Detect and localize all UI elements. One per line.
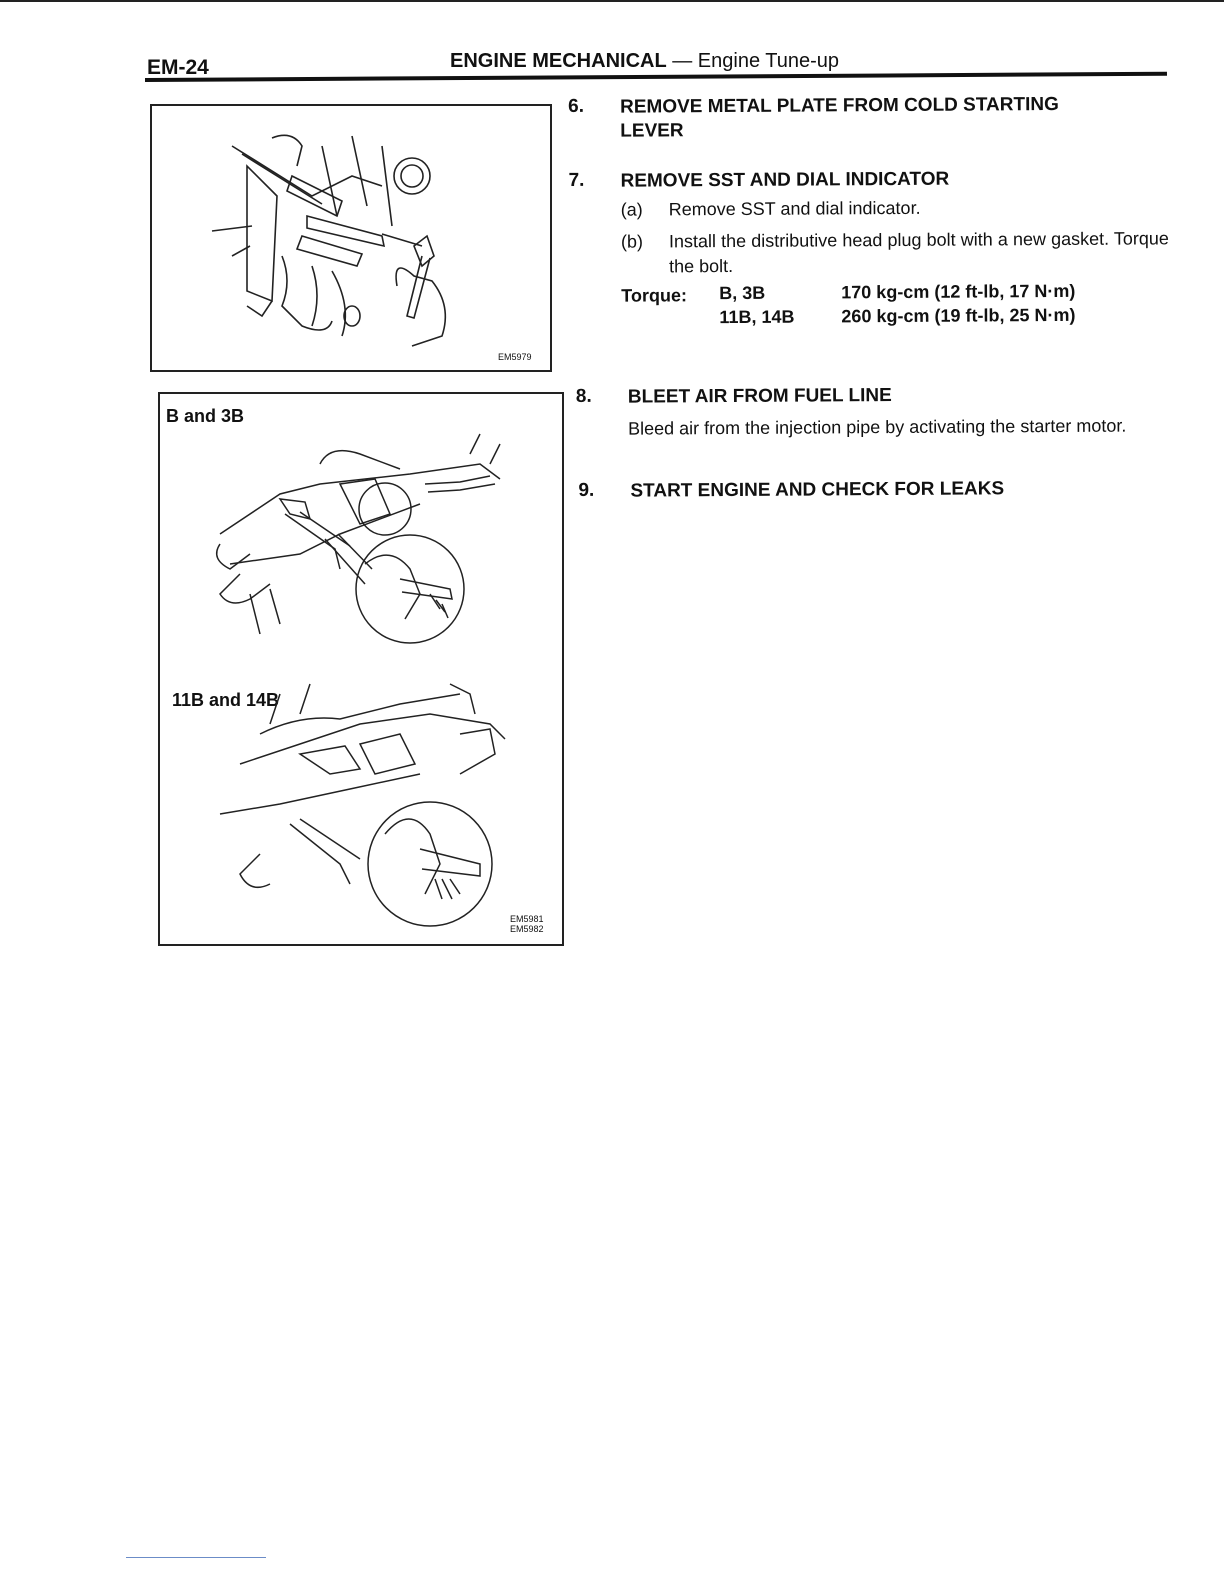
step-number: 7. xyxy=(568,169,585,191)
header-subsection: Engine Tune-up xyxy=(697,50,840,72)
step-number: 6. xyxy=(568,95,585,117)
figure-code-2: EM5982 xyxy=(508,924,546,934)
torque-value-2: 260 kg-cm (19 ft-lb, 25 N·m) xyxy=(841,304,1076,327)
step-title: START ENGINE AND CHECK FOR LEAKS xyxy=(630,478,1005,502)
torque-label: Torque: xyxy=(621,285,687,306)
step-title: REMOVE METAL PLATE FROM COLD STARTING LE… xyxy=(620,94,1059,142)
engine-illustration-1 xyxy=(211,134,447,347)
figure-bleed-air: B and 3B 11B and 14B xyxy=(158,392,564,946)
torque-value-1: 170 kg-cm (12 ft-lb, 17 N·m) xyxy=(841,280,1076,303)
torque-engine-2: 11B, 14B xyxy=(719,306,795,328)
header-section: ENGINE MECHANICAL xyxy=(450,50,667,72)
figure-label-11b-14b: 11B and 14B xyxy=(172,690,280,710)
step-number: 9. xyxy=(578,479,595,501)
torque-spec: Torque: B, 3B 170 kg-cm (12 ft-lb, 17 N·… xyxy=(568,86,1178,327)
substep-letter: (b) xyxy=(620,231,643,252)
engine-illustration-2 xyxy=(215,433,506,927)
step-8-body: Bleed air from the injection pipe by act… xyxy=(628,415,1127,439)
substep-text: Remove SST and dial indicator. xyxy=(668,197,921,220)
header-separator: — xyxy=(666,50,698,72)
step-number: 8. xyxy=(575,385,592,407)
page-top-edge xyxy=(0,0,1224,2)
page-bottom-mark xyxy=(126,1557,266,1558)
page-number: EM-24 xyxy=(147,56,209,79)
figure-code-1: EM5981 xyxy=(508,914,546,924)
step-title: BLEET AIR FROM FUEL LINE xyxy=(627,385,892,408)
procedure-steps: 6. REMOVE METAL PLATE FROM COLD STARTING… xyxy=(568,86,1178,502)
figure-code: EM5979 xyxy=(496,352,534,362)
torque-engine-1: B, 3B xyxy=(719,282,766,304)
figure-sst-dial-indicator: EM5979 xyxy=(150,104,552,372)
step-title: REMOVE SST AND DIAL INDICATOR xyxy=(620,168,950,192)
substep-text: Install the distributive head plug bolt … xyxy=(668,228,1169,277)
substep-letter: (a) xyxy=(620,199,643,220)
substep-b: (b) Install the distributive head plug b… xyxy=(621,226,1169,276)
page-header: EM-24 ENGINE MECHANICAL — Engine Tune-up xyxy=(145,50,1165,80)
substep-a: (a) Remove SST and dial indicator. xyxy=(621,194,1169,220)
figure-label-b-3b: B and 3B xyxy=(166,406,245,426)
header-title: ENGINE MECHANICAL — Engine Tune-up xyxy=(450,50,839,73)
